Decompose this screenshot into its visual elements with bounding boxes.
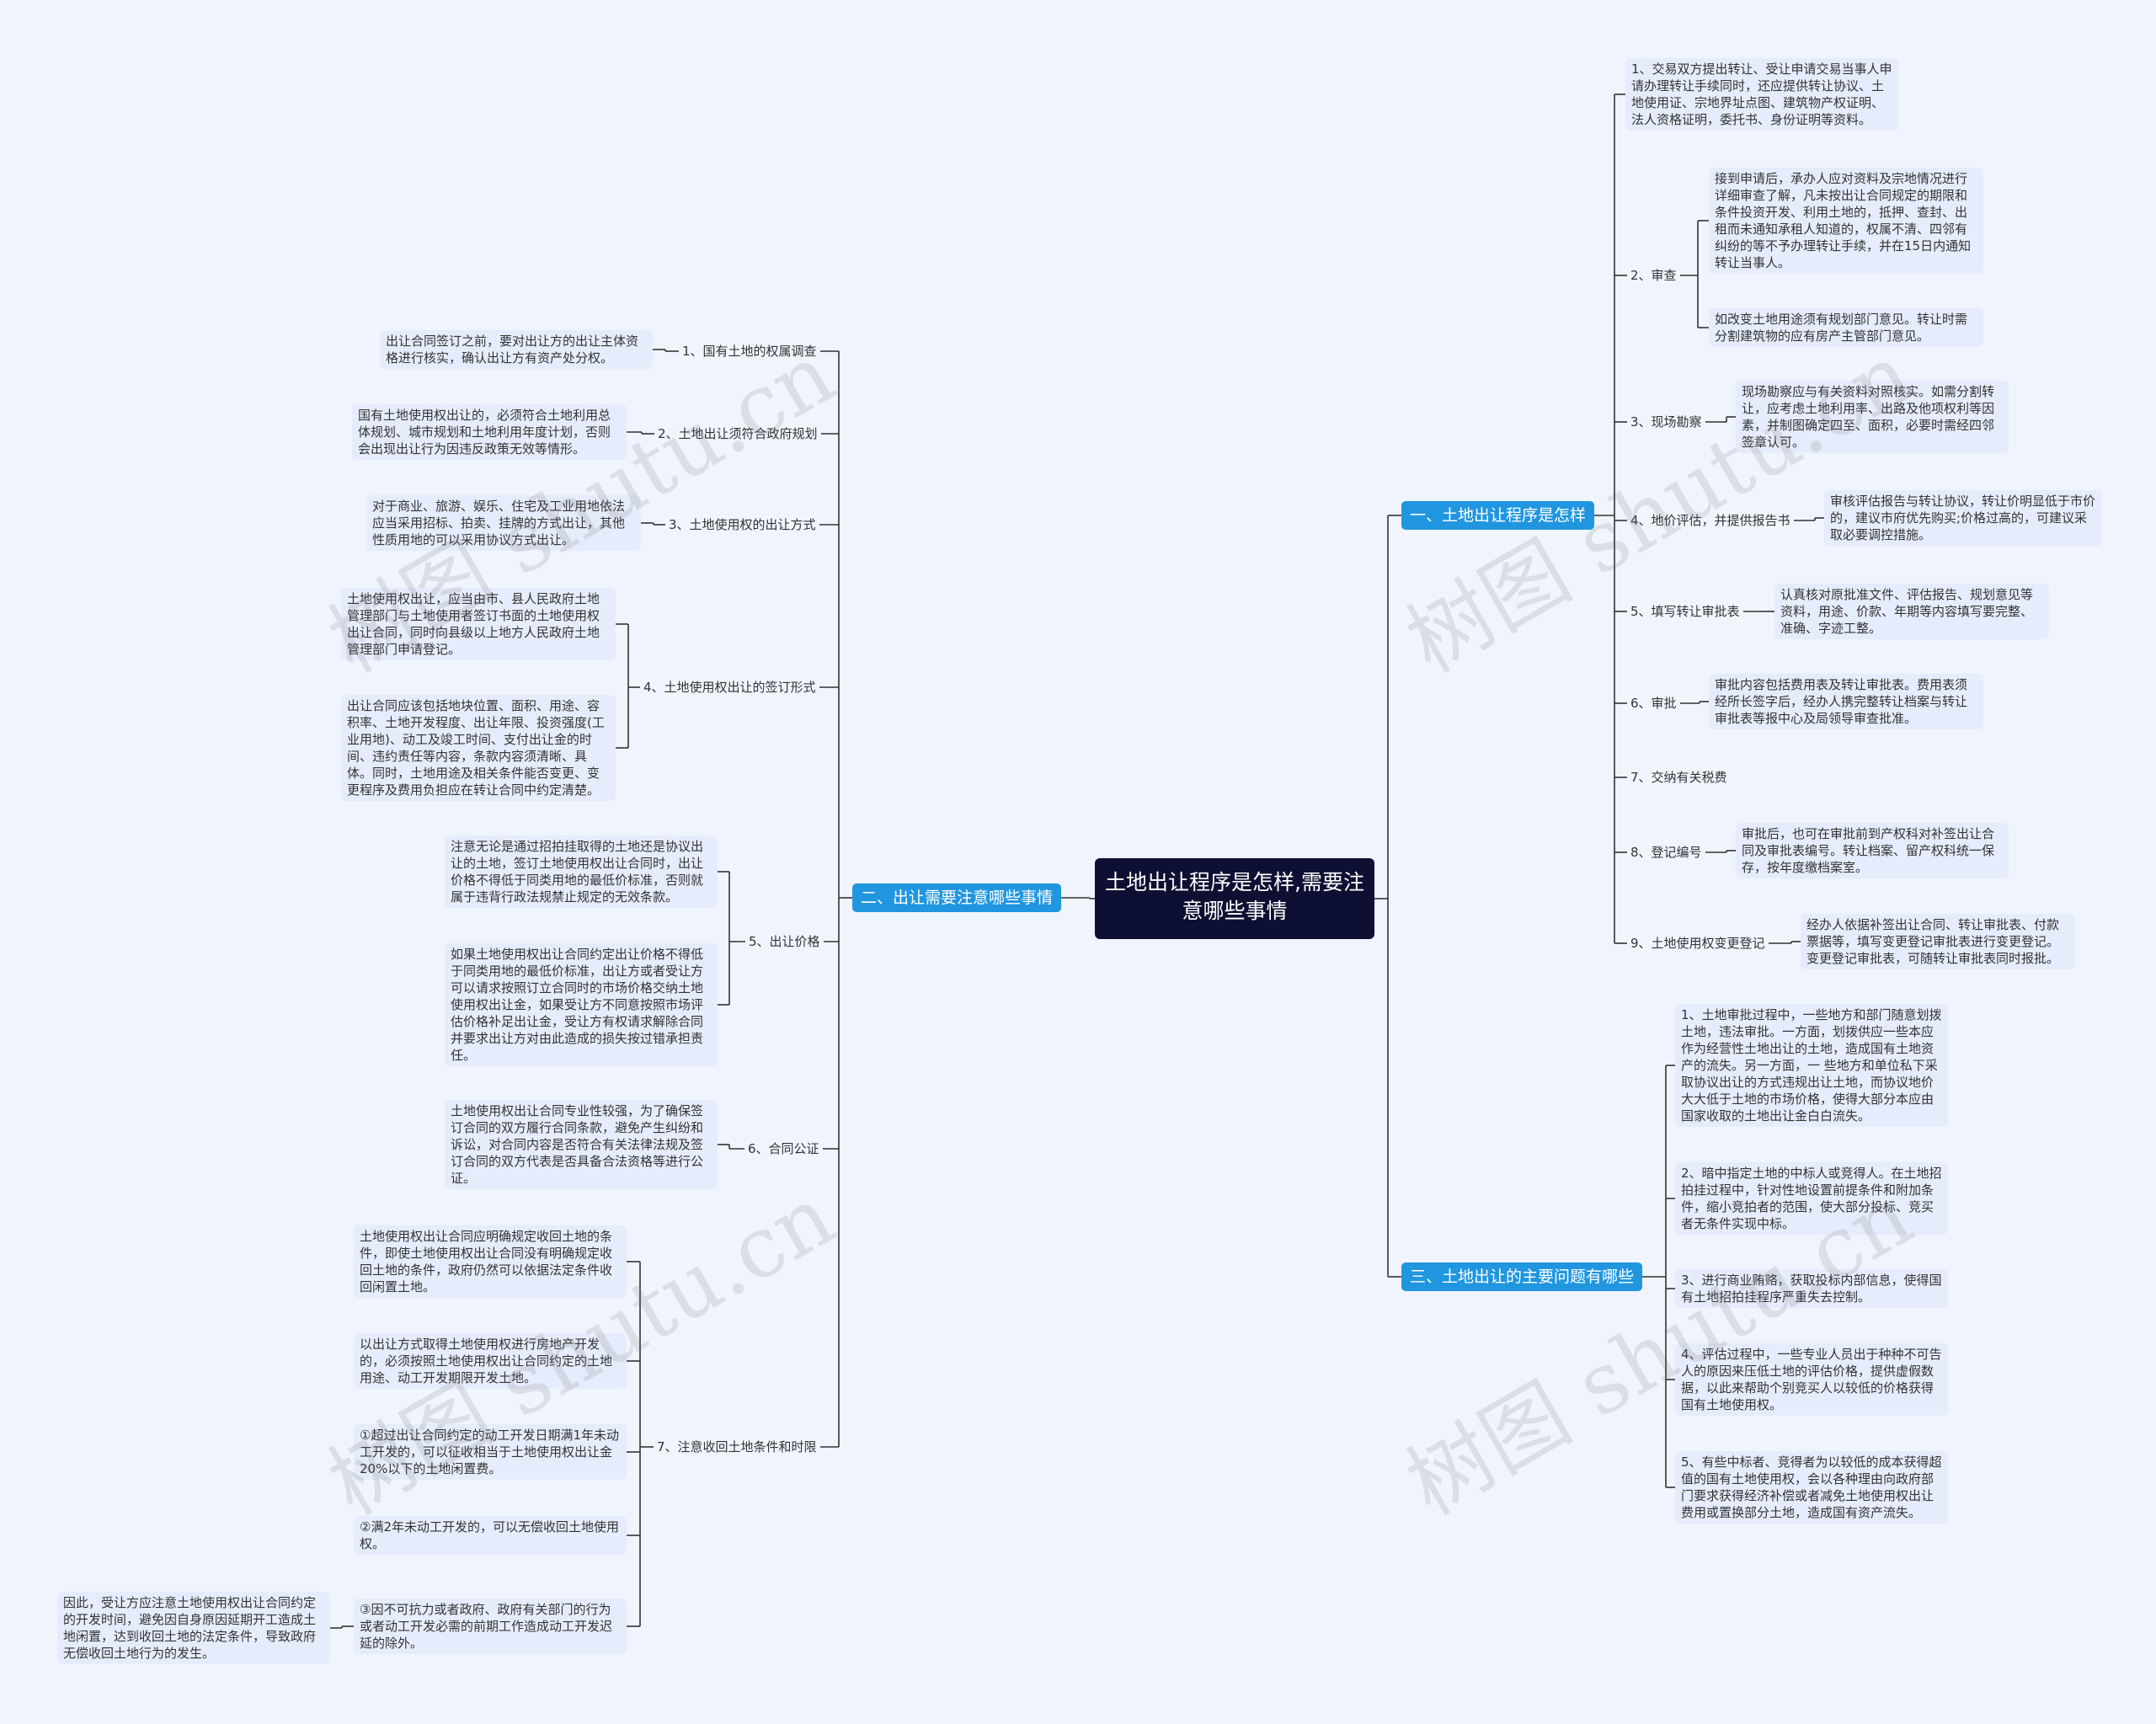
b2-item-2-detail[interactable]: 国有土地使用权出让的，必须符合土地利用总体规划、城市规划和土地利用年度计划，否则…: [352, 404, 627, 460]
b2-item-4[interactable]: 4、土地使用权出让的签订形式: [643, 680, 816, 695]
b2-item-7[interactable]: 7、注意收回土地条件和时限: [657, 1439, 817, 1454]
b2-item-2[interactable]: 2、土地出让须符合政府规划: [658, 426, 818, 441]
b3-issue-4[interactable]: 4、评估过程中，一些专业人员出于种种不可告人的原因来压低土地的评估价格，提供虚假…: [1675, 1343, 1948, 1416]
b1-item-2[interactable]: 2、审查: [1630, 268, 1677, 283]
branch-3[interactable]: 三、土地出让的主要问题有哪些: [1401, 1262, 1643, 1291]
b1-item-9-detail[interactable]: 经办人依据补签出让合同、转让审批表、付款票据等，填写变更登记审批表进行变更登记。…: [1801, 914, 2075, 969]
b1-item-5[interactable]: 5、填写转让审批表: [1630, 604, 1740, 619]
b3-issue-5[interactable]: 5、有些中标者、竞得者为以较低的成本获得超值的国有土地使用权，会以各种理由向政府…: [1675, 1451, 1948, 1524]
b3-issue-3[interactable]: 3、进行商业贿赂，获取投标内部信息，使得国有土地招拍挂程序严重失去控制。: [1675, 1269, 1948, 1308]
b1-item-4-detail[interactable]: 审核评估报告与转让协议，转让价明显低于市价的，建议市府优先购买;价格过高的，可建…: [1824, 490, 2102, 546]
b2-item-4-detail-1[interactable]: 土地使用权出让，应当由市、县人民政府土地管理部门与土地使用者签订书面的土地使用权…: [341, 588, 616, 660]
root-topic[interactable]: 土地出让程序是怎样,需要注意哪些事情: [1095, 858, 1374, 939]
b1-item-3[interactable]: 3、现场勘察: [1630, 414, 1702, 430]
b2-item-6[interactable]: 6、合同公证: [748, 1141, 819, 1156]
branch-1-label: 一、土地出让程序是怎样: [1410, 506, 1587, 525]
branch-3-label: 三、土地出让的主要问题有哪些: [1410, 1268, 1635, 1286]
branch-1[interactable]: 一、土地出让程序是怎样: [1401, 501, 1595, 530]
b2-item-7-detail-2[interactable]: 以出让方式取得土地使用权进行房地产开发的，必须按照土地使用权出让合同约定的土地用…: [354, 1333, 627, 1389]
b1-item-2-detail-2[interactable]: 如改变土地用途须有规划部门意见。转让时需分割建筑物的应有房产主管部门意见。: [1709, 308, 1983, 347]
b1-item-3-detail[interactable]: 现场勘察应与有关资料对照核实。如需分割转让，应考虑土地利用率、出路及他项权利等因…: [1736, 381, 2009, 453]
branch-2[interactable]: 二、出让需要注意哪些事情: [852, 883, 1062, 912]
b1-item-6-detail[interactable]: 审批内容包括费用表及转让审批表。费用表须经所长签字后，经办人携完整转让档案与转让…: [1709, 674, 1983, 729]
b2-item-5-detail-2[interactable]: 如果土地使用权出让合同约定出让价格不得低于同类用地的最低价标准，出让方或者受让方…: [445, 943, 718, 1066]
b2-item-1-detail[interactable]: 出让合同签订之前，要对出让方的出让主体资格进行核实，确认出让方有资产处分权。: [380, 330, 653, 369]
b3-issue-1[interactable]: 1、土地审批过程中，一些地方和部门随意划拨土地，违法审批。一方面，划拨供应一些本…: [1675, 1004, 1948, 1127]
b1-item-6[interactable]: 6、审批: [1630, 696, 1677, 711]
b1-step1-detail[interactable]: 1、交易双方提出转让、受让申请交易当事人申请办理转让手续同时，还应提供转让协议、…: [1625, 58, 1898, 131]
b1-item-5-detail[interactable]: 认真核对原批准文件、评估报告、规划意见等资料，用途、价款、年期等内容填写要完整、…: [1774, 584, 2049, 639]
b2-item-7-detail-3[interactable]: ①超过出让合同约定的动工开发日期满1年未动工开发的，可以征收相当于土地使用权出让…: [354, 1424, 627, 1480]
b3-issue-2[interactable]: 2、暗中指定土地的中标人或竞得人。在土地招拍挂过程中，针对性地设置前提条件和附加…: [1675, 1162, 1948, 1235]
branch-2-label: 二、出让需要注意哪些事情: [861, 889, 1054, 907]
b1-item-4[interactable]: 4、地价评估，并提供报告书: [1630, 513, 1790, 528]
b2-item-3-detail[interactable]: 对于商业、旅游、娱乐、住宅及工业用地依法应当采用招标、拍卖、挂牌的方式出让，其他…: [366, 495, 641, 551]
b2-item-3[interactable]: 3、土地使用权的出让方式: [669, 517, 816, 532]
b1-item-2-detail-1[interactable]: 接到申请后，承办人应对资料及宗地情况进行详细审查了解，凡未按出让合同规定的期限和…: [1709, 168, 1983, 274]
b1-item-7[interactable]: 7、交纳有关税费: [1630, 770, 1727, 785]
root-title: 土地出让程序是怎样,需要注意哪些事情: [1105, 870, 1364, 923]
b1-item-9[interactable]: 9、土地使用权变更登记: [1630, 936, 1765, 951]
b2-item-4-detail-2[interactable]: 出让合同应该包括地块位置、面积、用途、容积率、土地开发程度、出让年限、投资强度(…: [341, 695, 616, 801]
b2-item-6-detail[interactable]: 土地使用权出让合同专业性较强，为了确保签订合同的双方履行合同条款，避免产生纠纷和…: [445, 1100, 718, 1189]
b2-item-7-detail-5[interactable]: ③因不可抗力或者政府、政府有关部门的行为或者动工开发必需的前期工作造成动工开发迟…: [354, 1599, 627, 1654]
b2-item-1[interactable]: 1、国有土地的权属调查: [682, 344, 817, 359]
b1-item-8[interactable]: 8、登记编号: [1630, 845, 1702, 860]
b2-item-5-detail-1[interactable]: 注意无论是通过招拍挂取得的土地还是协议出让的土地，签订土地使用权出让合同时，出让…: [445, 835, 718, 908]
b2-item-7-extra[interactable]: 因此，受让方应注意土地使用权出让合同约定的开发时间，避免因自身原因延期开工造成土…: [57, 1592, 330, 1664]
b2-item-7-detail-4[interactable]: ②满2年未动工开发的，可以无偿收回土地使用权。: [354, 1516, 627, 1555]
b2-item-7-detail-1[interactable]: 土地使用权出让合同应明确规定收回土地的条件，即使土地使用权出让合同没有明确规定收…: [354, 1225, 627, 1298]
b2-item-5[interactable]: 5、出让价格: [749, 934, 820, 949]
b1-item-8-detail[interactable]: 审批后，也可在审批前到产权科对补签出让合同及审批表编号。转让档案、留产权科统一保…: [1736, 823, 2009, 878]
